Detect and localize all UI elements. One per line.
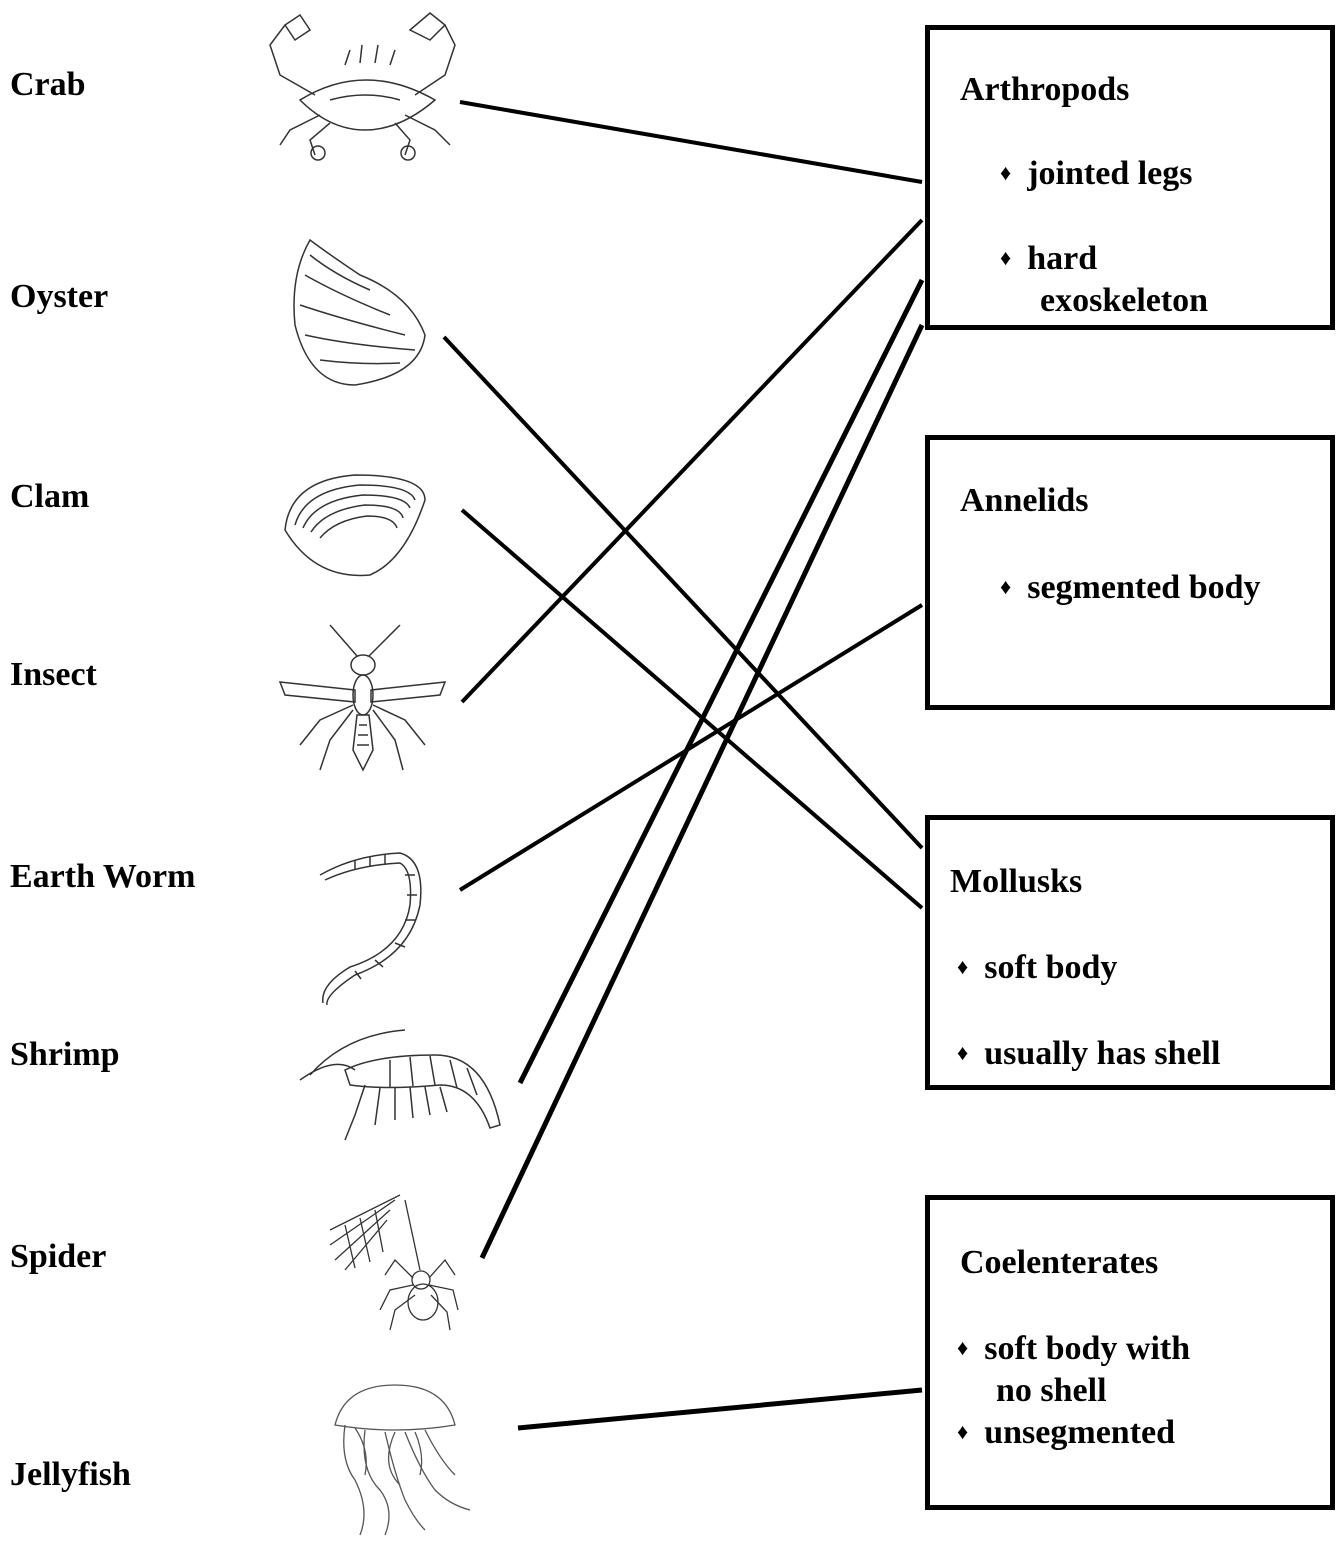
- line-crab-arthropods: [460, 102, 922, 182]
- line-insect-arthropods: [462, 220, 922, 702]
- line-jellyfish-coelenterates: [518, 1390, 922, 1428]
- line-spider-arthropods: [482, 325, 922, 1258]
- line-shrimp-arthropods: [520, 280, 922, 1083]
- line-oyster-mollusks: [444, 337, 922, 848]
